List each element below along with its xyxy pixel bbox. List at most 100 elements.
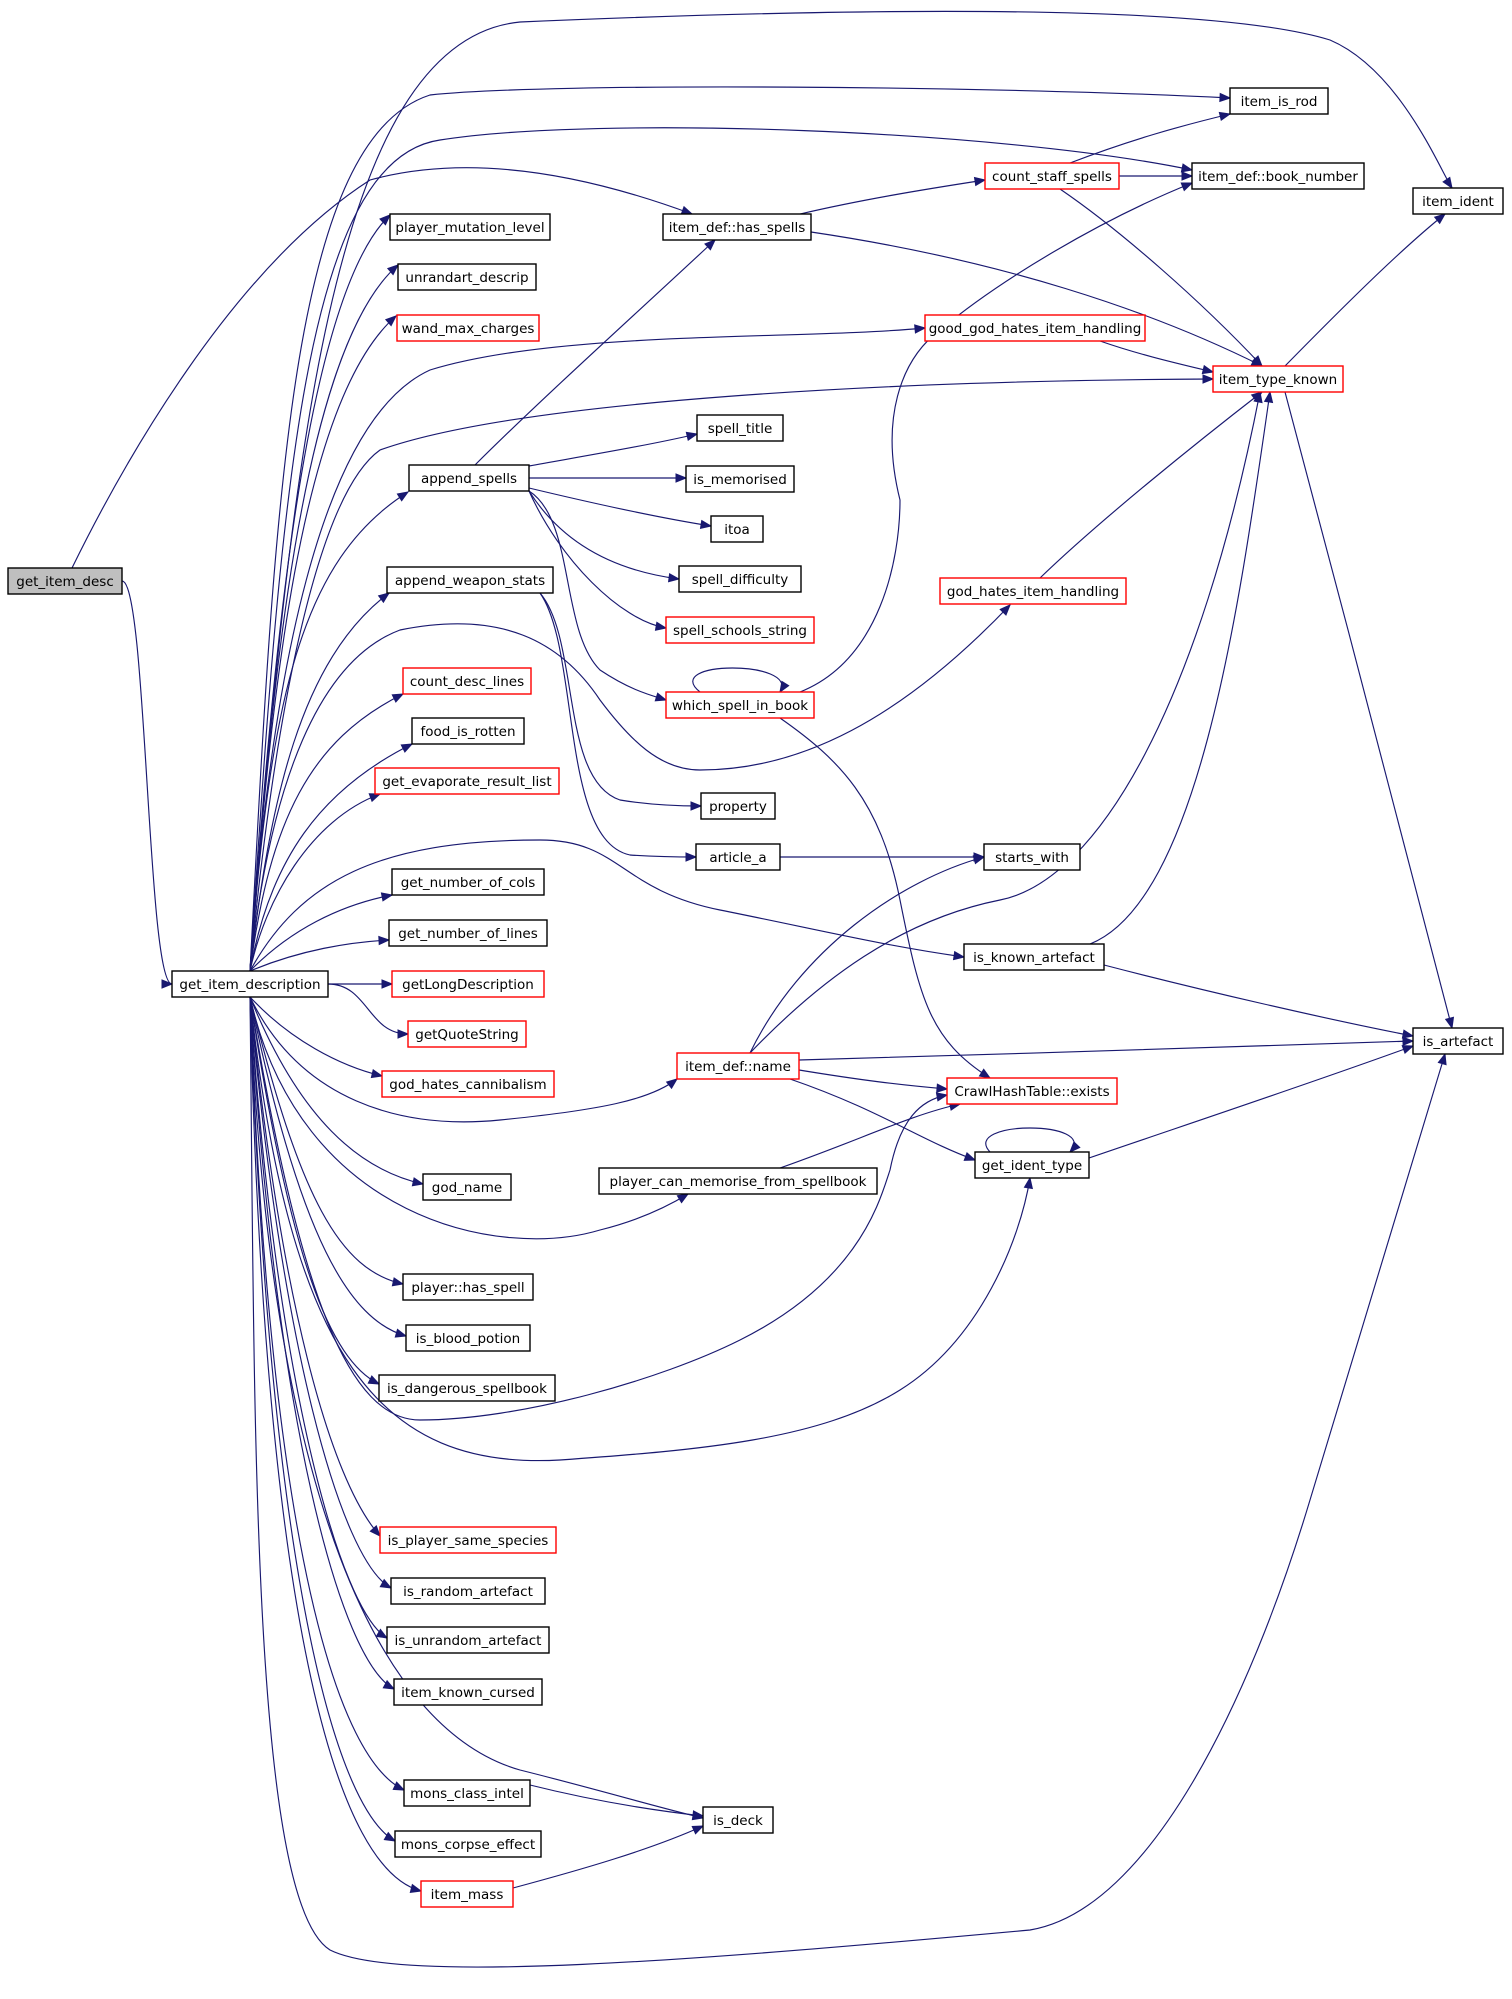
node-label: get_evaporate_result_list	[382, 774, 551, 790]
node-is_artefact[interactable]: is_artefact	[1412, 1027, 1504, 1055]
node-CrawlHashTable_exists[interactable]: CrawlHashTable::exists	[946, 1077, 1118, 1105]
node-item_known_cursed[interactable]: item_known_cursed	[393, 1678, 543, 1706]
node-property[interactable]: property	[700, 792, 776, 820]
node-label: spell_schools_string	[673, 623, 807, 639]
arrowhead-is_artefact	[1401, 1045, 1415, 1055]
node-item_def_has_spells[interactable]: item_def::has_spells	[662, 213, 812, 241]
edge-is_known_artefact-to-is_artefact	[1103, 964, 1414, 1037]
arrowhead-which_spell_in_book	[779, 680, 790, 694]
node-get_item_desc[interactable]: get_item_desc	[7, 567, 123, 595]
node-label: item_ident	[1422, 194, 1494, 210]
node-wand_max_charges[interactable]: wand_max_charges	[396, 314, 540, 342]
node-label: is_memorised	[693, 472, 787, 488]
node-box	[408, 464, 530, 492]
node-box	[676, 1052, 800, 1080]
node-label: item_def::name	[685, 1059, 791, 1075]
edge-get_item_description-to-get_number_of_cols	[249, 894, 393, 972]
node-god_hates_item_handling[interactable]: god_hates_item_handling	[939, 577, 1127, 605]
arrowhead-append_weapon_stats	[377, 592, 391, 604]
node-get_number_of_cols[interactable]: get_number_of_cols	[391, 868, 545, 896]
node-box	[388, 919, 548, 947]
node-player_has_spell[interactable]: player::has_spell	[402, 1273, 534, 1301]
arrowhead-item_mass	[409, 1883, 423, 1893]
edge-get_item_description-to-is_random_artefact	[249, 996, 392, 1589]
node-food_is_rotten[interactable]: food_is_rotten	[411, 717, 525, 745]
node-box	[1191, 162, 1365, 190]
edge-is_known_artefact-to-item_type_known	[1089, 391, 1271, 945]
node-item_def_book_number[interactable]: item_def::book_number	[1191, 162, 1365, 190]
arrowhead-item_def_book_number	[1180, 182, 1194, 192]
node-starts_with[interactable]: starts_with	[983, 843, 1081, 871]
node-good_god_hates_item_handling[interactable]: good_god_hates_item_handling	[924, 314, 1146, 342]
node-spell_schools_string[interactable]: spell_schools_string	[665, 616, 815, 644]
node-player_mutation_level[interactable]: player_mutation_level	[389, 213, 551, 241]
node-box	[7, 567, 123, 595]
edge-get_item_description-to-item_def_name	[249, 996, 678, 1123]
node-item_type_known[interactable]: item_type_known	[1212, 365, 1344, 393]
node-spell_difficulty[interactable]: spell_difficulty	[678, 565, 802, 593]
arrowhead-get_number_of_cols	[380, 892, 394, 902]
node-get_item_description[interactable]: get_item_description	[171, 970, 329, 998]
node-get_ident_type[interactable]: get_ident_type	[974, 1151, 1090, 1179]
node-god_name[interactable]: god_name	[422, 1173, 512, 1201]
arrowhead-item_ident	[1433, 213, 1447, 225]
node-box	[379, 1526, 557, 1554]
node-box	[1412, 187, 1504, 215]
node-get_number_of_lines[interactable]: get_number_of_lines	[388, 919, 548, 947]
node-is_memorised[interactable]: is_memorised	[685, 465, 795, 493]
arrowhead-item_type_known	[1251, 355, 1263, 367]
edge-item_type_known-to-is_artefact	[1284, 391, 1453, 1029]
node-getQuoteString[interactable]: getQuoteString	[407, 1020, 527, 1048]
arrowhead-append_spells	[396, 491, 410, 502]
node-append_spells[interactable]: append_spells	[408, 464, 530, 492]
node-box	[390, 1577, 546, 1605]
node-is_blood_potion[interactable]: is_blood_potion	[405, 1324, 531, 1352]
node-is_random_artefact[interactable]: is_random_artefact	[390, 1577, 546, 1605]
node-append_weapon_stats[interactable]: append_weapon_stats	[386, 566, 554, 594]
edge-get_item_description-to-player_has_spell	[249, 996, 404, 1285]
node-label: itoa	[724, 522, 750, 538]
arrowhead-article_a	[685, 852, 698, 862]
node-which_spell_in_book[interactable]: which_spell_in_book	[665, 691, 815, 719]
node-label: is_unrandom_artefact	[395, 1633, 542, 1649]
node-item_def_name[interactable]: item_def::name	[676, 1052, 800, 1080]
node-unrandart_descrip[interactable]: unrandart_descrip	[397, 263, 537, 291]
node-count_staff_spells[interactable]: count_staff_spells	[984, 162, 1120, 190]
edge-get_item_description-to-append_weapon_stats	[249, 592, 390, 972]
node-article_a[interactable]: article_a	[695, 843, 781, 871]
node-player_can_memorise_from_spellbook[interactable]: player_can_memorise_from_spellbook	[598, 1167, 878, 1195]
node-god_hates_cannibalism[interactable]: god_hates_cannibalism	[381, 1070, 555, 1098]
edge-append_spells-to-spell_difficulty	[528, 490, 680, 580]
node-mons_corpse_effect[interactable]: mons_corpse_effect	[394, 1830, 542, 1858]
node-box	[1412, 1027, 1504, 1055]
node-mons_class_intel[interactable]: mons_class_intel	[403, 1779, 531, 1807]
edge-item_type_known-to-item_ident	[1284, 213, 1446, 367]
node-box	[946, 1077, 1118, 1105]
node-is_unrandom_artefact[interactable]: is_unrandom_artefact	[386, 1626, 550, 1654]
node-item_is_rod[interactable]: item_is_rod	[1229, 87, 1329, 115]
node-itoa[interactable]: itoa	[710, 515, 764, 543]
node-get_evaporate_result_list[interactable]: get_evaporate_result_list	[374, 767, 560, 795]
edge-get_ident_type-to-is_artefact	[1088, 1045, 1414, 1159]
node-is_deck[interactable]: is_deck	[702, 1806, 774, 1834]
edge-get_item_description-to-mons_class_intel	[249, 996, 405, 1791]
node-spell_title[interactable]: spell_title	[696, 414, 784, 442]
node-item_ident[interactable]: item_ident	[1412, 187, 1504, 215]
node-is_known_artefact[interactable]: is_known_artefact	[963, 943, 1105, 971]
arrowhead-wand_max_charges	[384, 315, 398, 327]
node-label: is_known_artefact	[973, 950, 1095, 966]
node-label: append_spells	[421, 471, 517, 487]
arrowhead-player_can_memorise_from_spellbook	[676, 1193, 690, 1204]
node-is_dangerous_spellbook[interactable]: is_dangerous_spellbook	[378, 1374, 556, 1402]
node-label: CrawlHashTable::exists	[954, 1084, 1109, 1100]
node-box	[394, 1830, 542, 1858]
edge-get_item_description-to-item_ident	[249, 10, 1453, 972]
node-label: is_artefact	[1423, 1034, 1494, 1050]
node-is_player_same_species[interactable]: is_player_same_species	[379, 1526, 557, 1554]
node-getLongDescription[interactable]: getLongDescription	[391, 970, 545, 998]
edge-get_item_description-to-unrandart_descrip	[249, 264, 399, 972]
node-item_mass[interactable]: item_mass	[420, 1880, 514, 1908]
node-count_desc_lines[interactable]: count_desc_lines	[402, 667, 532, 695]
edge-mons_class_intel-to-is_deck	[529, 1784, 704, 1817]
arrowhead-god_hates_cannibalism	[370, 1068, 384, 1079]
